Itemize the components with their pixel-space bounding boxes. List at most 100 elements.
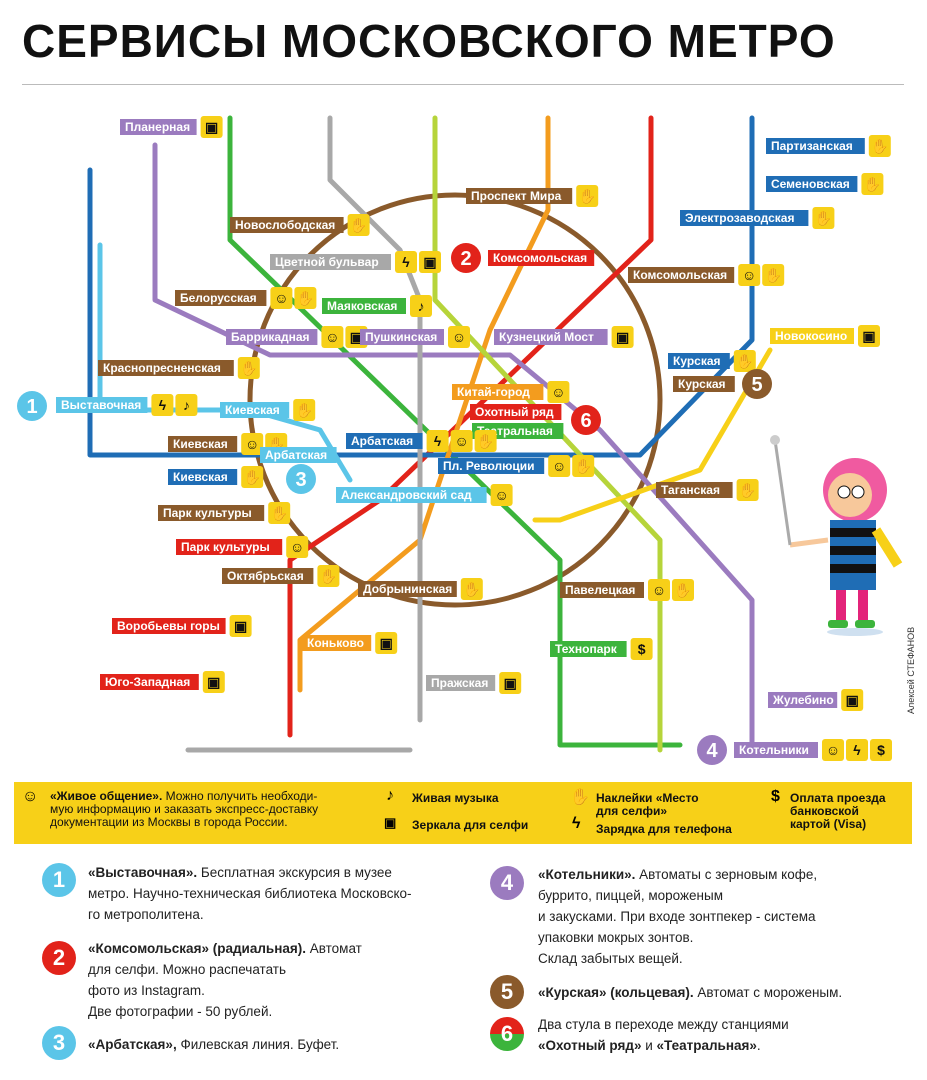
station-label: Баррикадная☺▣ [226,326,368,348]
camera-icon [375,632,398,654]
thumb-icon-glyph: ✋ [243,469,260,485]
station-label-bg [488,250,595,266]
thumb-icon [268,502,291,524]
station-label-bg [438,458,545,474]
smile-icon [490,484,513,506]
station-name: Кузнецкий Мост [499,330,594,344]
thumb-icon [672,579,694,601]
station-label-bg [466,188,573,204]
smile-icon [547,381,570,403]
smile-icon [648,579,670,601]
bolt-icon-glyph: ϟ [159,397,167,413]
smile-icon [548,455,571,477]
station-label: Арбатская [260,447,337,463]
station-label-bg [560,582,644,598]
station-label: Планерная▣ [120,116,223,138]
smile-icon-glyph: ☺ [452,329,466,345]
yellow-line [532,347,773,523]
note-4: «Котельники». Автоматы с зерновым кофе, … [538,867,818,966]
station-name: Жулебино [772,693,834,707]
smile-icon [270,287,293,309]
thumb-icon-glyph: ✋ [578,188,595,204]
thumb-icon [294,287,317,309]
station-name: Комсомольская [493,251,587,265]
thumb-icon-glyph: ✋ [463,581,480,597]
note-2: «Комсомольская» (радиальная). Автомат дл… [88,941,362,1019]
camera-icon-glyph: ▣ [380,635,393,651]
station-label-bg [220,402,290,418]
station-name: Курская [678,377,726,391]
station-label: Павелецкая☺✋ [560,579,694,601]
station-name: Пражская [431,676,488,690]
station-label-bg [346,433,423,449]
dollar-icon [870,739,892,761]
station-name: Арбатская [351,434,413,448]
thumb-icon [576,185,599,207]
thumb-icon-glyph: ✋ [574,458,591,474]
thumb-icon-glyph: ✋ [764,267,781,283]
thumb-icon-glyph: ✋ [864,176,881,192]
bolt-icon [846,739,868,761]
station-name: Коньково [307,636,364,650]
map-badge-number: 5 [751,374,762,396]
map-badge-number: 1 [26,396,37,418]
thumb-icon-glyph: ✋ [739,482,756,498]
station-name: Партизанская [771,139,853,153]
station-label-bg [766,138,865,154]
station-label: Партизанская ✋ [766,135,891,157]
station-label: Технопарк$ [550,638,653,660]
station-label-bg [226,329,318,345]
smile-icon-glyph: ☺ [274,290,288,306]
station-name: Добрынинская [363,582,452,596]
thumb-icon [317,565,340,587]
legend-mirror: Зеркала для селфи [412,818,529,832]
station-label: Коньково ▣ [302,632,398,654]
thumb-icon-glyph: ✋ [871,138,888,154]
legend-music: Живая музыка [412,791,499,805]
station-label: Таганская ✋ [656,479,759,501]
thumb-icon-glyph: ✋ [240,360,257,376]
smile-icon-glyph: ☺ [245,436,259,452]
note-badge-1: 1 [42,863,76,897]
map-badge-number: 6 [580,410,591,432]
note-1: «Выставочная». Бесплатная экскурсия в му… [88,865,412,922]
station-name: Пушкинская [365,330,437,344]
map-badge-number: 4 [706,740,718,762]
station-label-bg [100,674,199,690]
station-name: Цветной бульвар [275,255,379,269]
camera-icon-glyph: ▣ [616,329,629,345]
map-badge-4 [697,735,727,765]
smile-icon-glyph: ☺ [552,458,566,474]
camera-icon [611,326,634,348]
smile-icon: ☺ [22,788,39,805]
bolt-icon: ϟ [572,815,581,832]
smile-icon-glyph: ☺ [290,539,304,555]
bolt-icon-glyph: ϟ [853,742,861,758]
map-badge-3 [286,464,316,494]
station-label-bg [766,176,858,192]
station-label: Воробьевы горы▣ [112,615,252,637]
map-badge-5 [742,369,772,399]
station-name: Таганская [661,483,720,497]
thumb-icon-glyph: ✋ [297,290,314,306]
thumb-icon [736,479,759,501]
station-name: Киевская [225,403,280,417]
map-badge-2 [451,243,481,273]
station-label-bg [668,353,730,369]
station-name: Александровский сад [341,488,472,502]
station-label-bg [168,469,238,485]
station-label-bg [656,482,733,498]
station-name: Маяковская [327,299,397,313]
station-label: Новослободская✋ [230,214,370,236]
legend-bar: ☺ «Живое общение». Можно получить необхо… [14,782,912,844]
dollar-icon-glyph: $ [638,641,646,657]
thumb-icon-glyph: ✋ [477,433,494,449]
station-name: Парк культуры [181,540,270,554]
thumb-icon-glyph: ✋ [815,210,832,226]
station-label-bg [322,298,406,314]
bolt-icon-glyph: ϟ [402,254,410,270]
station-label-bg [270,254,391,270]
thumb-icon-glyph: ✋ [295,402,312,418]
